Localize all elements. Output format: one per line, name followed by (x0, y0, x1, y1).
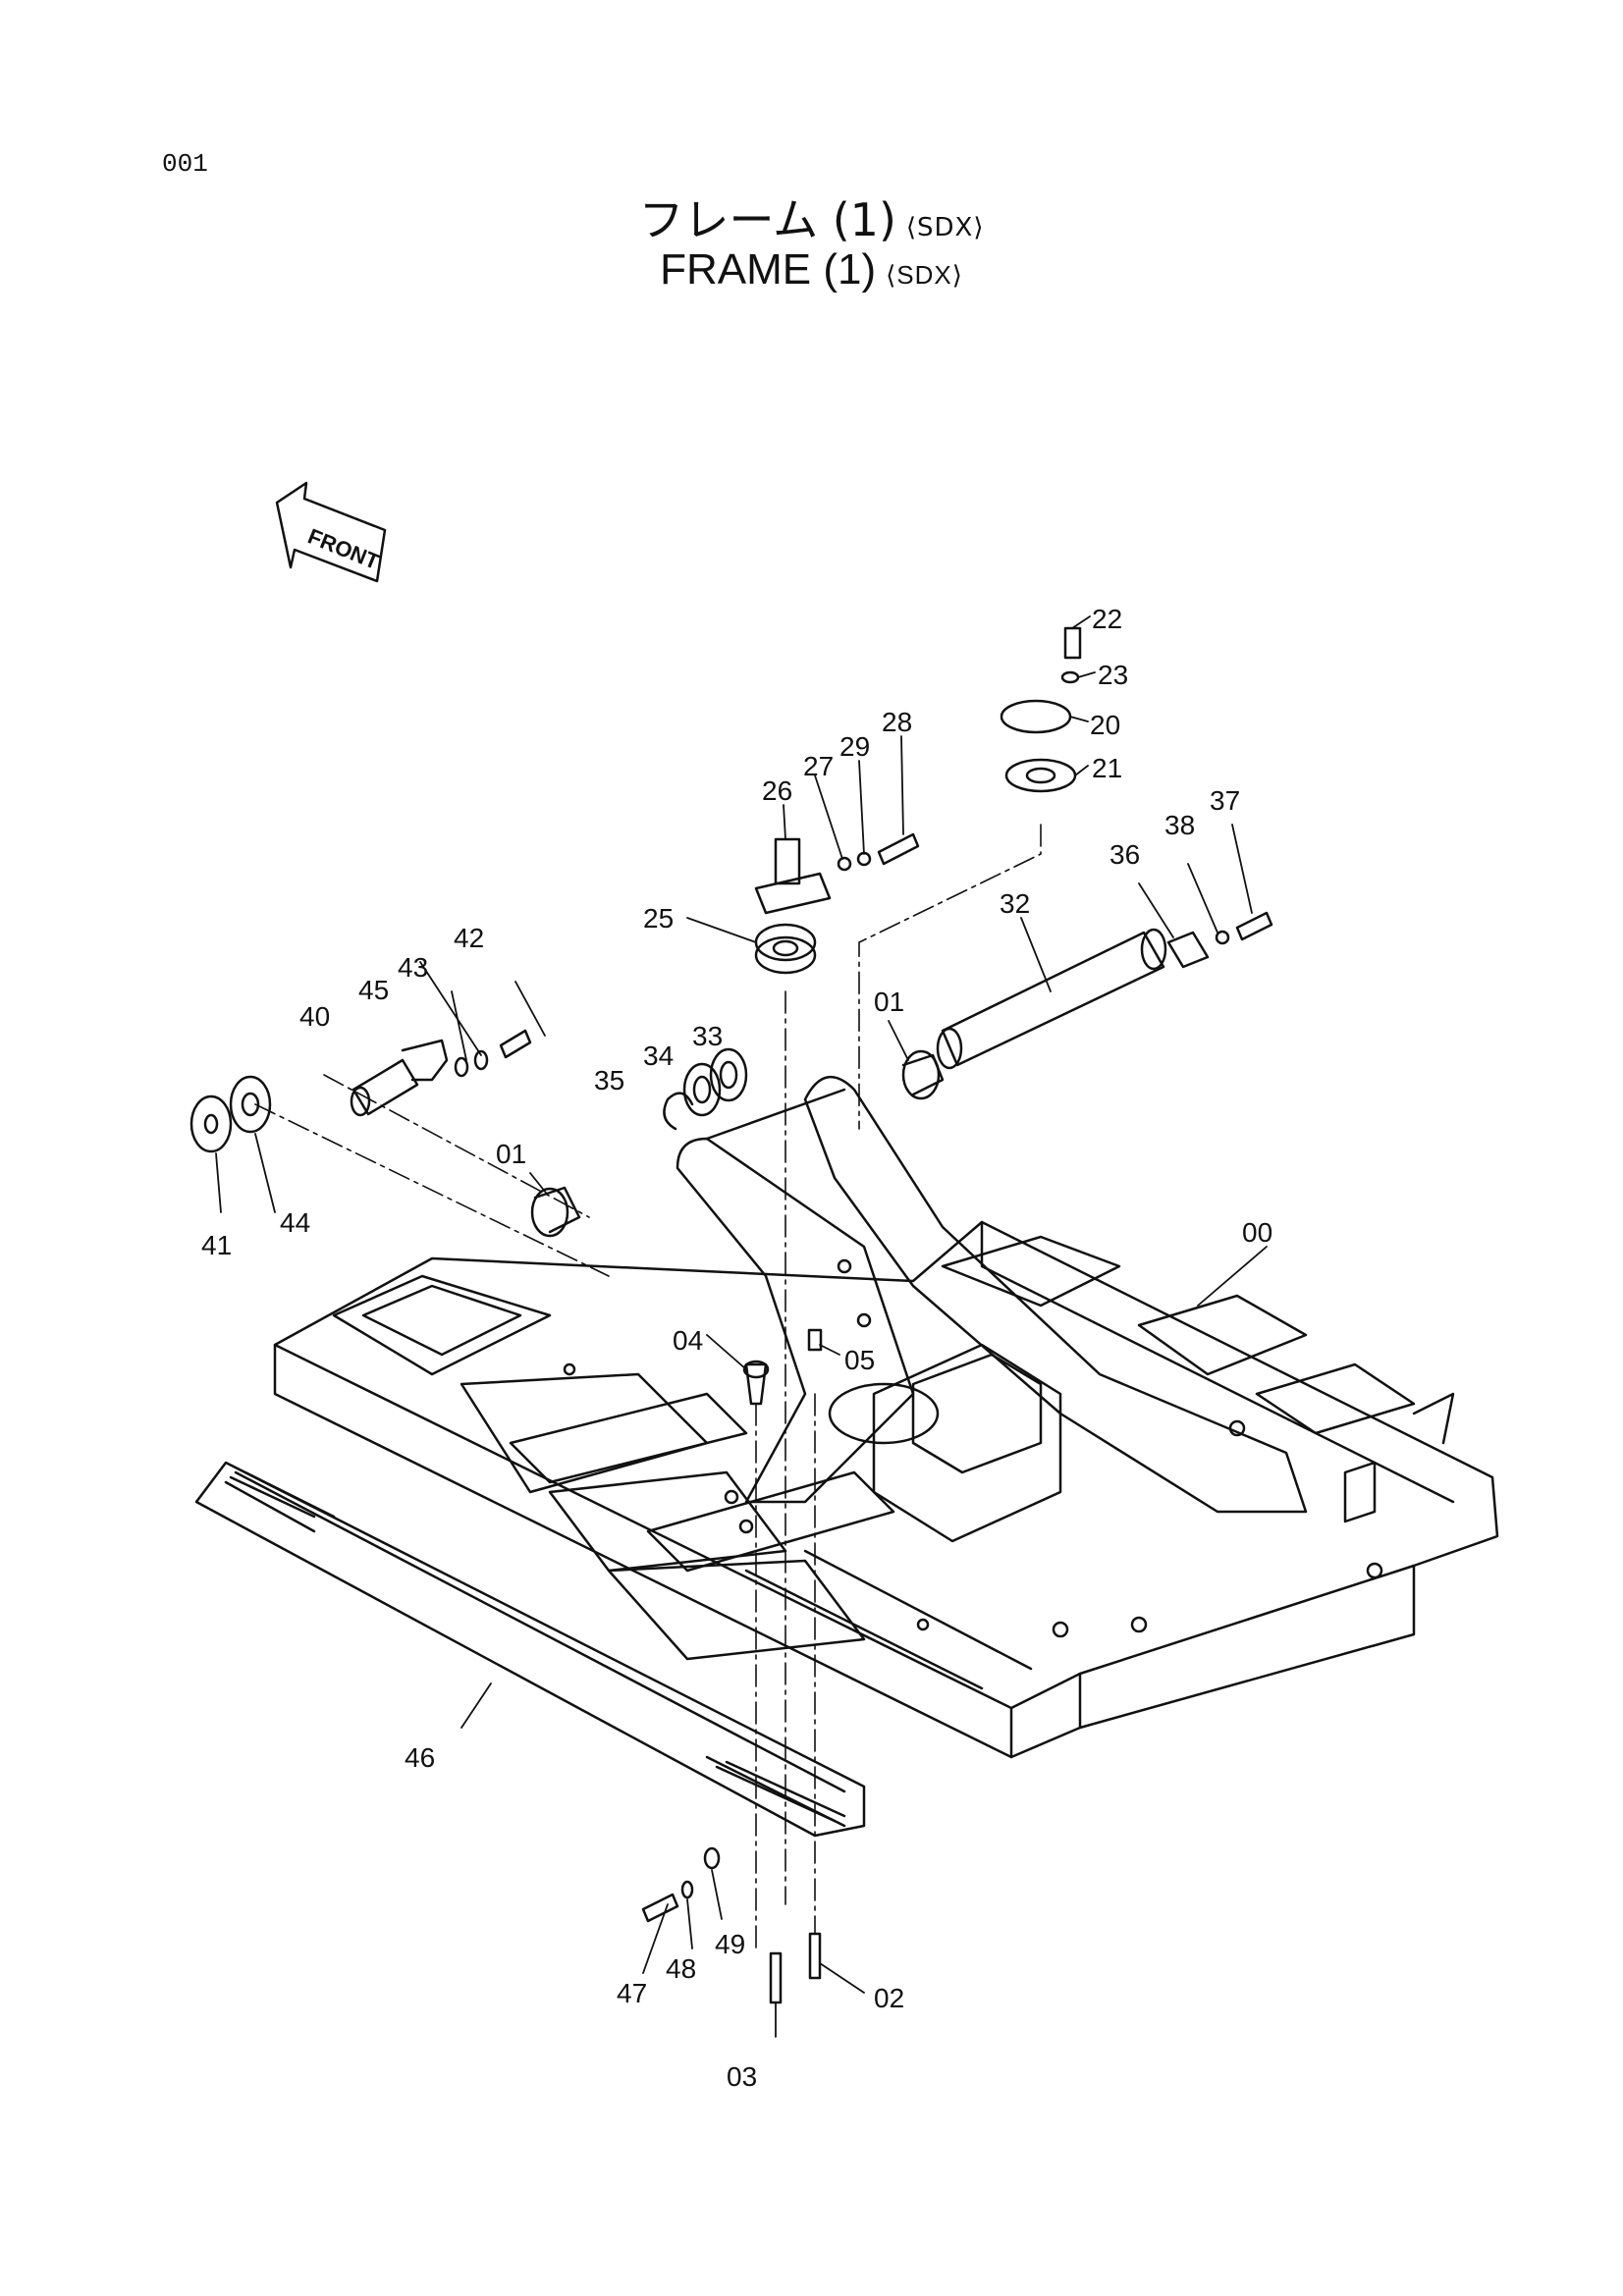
cover-20 (1000, 699, 1072, 734)
label-04: 04 (673, 1325, 703, 1356)
pin-40 (350, 1039, 449, 1117)
label-27: 27 (803, 751, 834, 781)
washer-43 (473, 1049, 489, 1071)
label-23: 23 (1098, 660, 1128, 690)
bracket-26 (754, 837, 832, 915)
ring-34 (682, 1062, 722, 1117)
bushing-01-right (901, 1049, 941, 1100)
bolt-22 (1063, 626, 1082, 660)
snap-ring-35 (663, 1092, 694, 1131)
label-00: 00 (1242, 1217, 1272, 1248)
gasket-21 (1004, 758, 1077, 793)
plate-36 (1166, 931, 1210, 969)
bolt-47 (641, 1893, 679, 1923)
label-37: 37 (1210, 785, 1240, 816)
label-47: 47 (617, 1978, 647, 2008)
label-03: 03 (727, 2061, 757, 2092)
bushing-01-left (530, 1187, 569, 1238)
seal-25 (754, 923, 817, 975)
title-english-variant: ⟨SDX⟩ (886, 260, 963, 290)
label-34: 34 (643, 1041, 674, 1071)
label-40: 40 (299, 1001, 330, 1032)
label-02: 02 (874, 1983, 904, 2013)
label-33: 33 (692, 1021, 723, 1051)
step-plate (194, 1461, 866, 1838)
part-labels: 00 01 01 02 03 04 05 20 21 22 23 25 26 2… (201, 604, 1272, 2092)
label-29: 29 (839, 731, 870, 762)
title-japanese-variant: ⟨SDX⟩ (905, 213, 985, 242)
washer-27 (837, 856, 852, 872)
bolt-42 (499, 1029, 532, 1059)
washer-49 (703, 1846, 721, 1870)
label-48: 48 (666, 1953, 696, 1984)
main-frame (273, 1075, 1499, 1759)
label-22: 22 (1092, 604, 1122, 634)
label-21: 21 (1092, 753, 1122, 783)
washer-44 (229, 1075, 272, 1134)
label-46: 46 (405, 1742, 435, 1773)
label-36: 36 (1109, 839, 1140, 870)
ring-33 (709, 1047, 748, 1102)
bolt-37 (1235, 911, 1273, 941)
label-49: 49 (715, 1929, 745, 1959)
label-26: 26 (762, 775, 792, 806)
fitting-04 (744, 1362, 768, 1406)
label-05: 05 (844, 1345, 875, 1375)
bolt-02 (808, 1932, 822, 1980)
washer-48 (680, 1880, 694, 1899)
label-25: 25 (643, 903, 674, 934)
label-43: 43 (398, 952, 428, 983)
front-arrow-icon: FRONT (275, 481, 387, 583)
bolt-03 (769, 1951, 783, 2004)
label-41: 41 (201, 1230, 232, 1260)
label-35: 35 (594, 1065, 624, 1095)
label-42: 42 (454, 923, 484, 953)
bolt-28 (877, 832, 920, 866)
label-38: 38 (1164, 810, 1195, 840)
washer-38 (1215, 930, 1230, 945)
label-28: 28 (882, 707, 912, 737)
washer-45 (454, 1056, 469, 1078)
label-32: 32 (1000, 888, 1030, 919)
label-20: 20 (1090, 710, 1120, 740)
washer-23 (1060, 670, 1080, 684)
label-45: 45 (358, 975, 389, 1005)
washer-41 (189, 1095, 233, 1153)
label-44: 44 (280, 1207, 310, 1238)
fitting-05 (807, 1328, 823, 1352)
title-english: FRAME (1) ⟨SDX⟩ (0, 245, 1623, 294)
pin-32 (936, 928, 1167, 1070)
title-japanese-main: フレーム (1) (638, 193, 896, 246)
page-number: 001 (162, 149, 208, 179)
title-english-main: FRAME (1) (660, 245, 877, 294)
label-01-right: 01 (874, 987, 904, 1017)
label-01-left: 01 (496, 1139, 526, 1169)
title-japanese: フレーム (1) ⟨SDX⟩ (0, 185, 1623, 249)
